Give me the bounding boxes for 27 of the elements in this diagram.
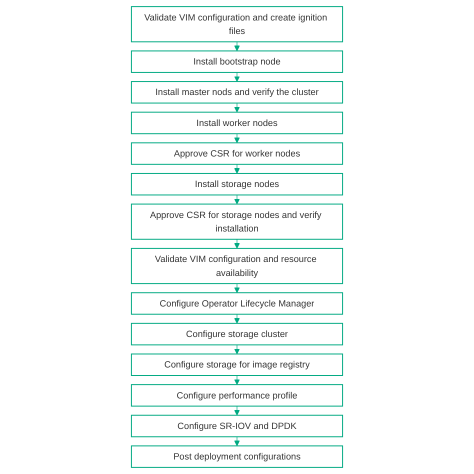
arrow — [234, 72, 240, 82]
node-box: Install storage nodes — [130, 172, 344, 196]
arrow — [234, 41, 240, 52]
arrow — [234, 436, 240, 446]
node-box: Approve CSR for worker nodes — [130, 142, 344, 165]
node-box: Install master nods and verify the cluster — [130, 81, 344, 104]
arrow — [234, 283, 240, 293]
node-box: Install bootstrap node — [130, 50, 344, 73]
node-box: Configure storage cluster — [130, 322, 344, 346]
node-box: Install worker nodes — [130, 112, 344, 134]
node-box: Configure Operator Lifecycle Manager — [130, 292, 344, 315]
node-box: Validate VIM configuration and create ignition files — [130, 6, 344, 42]
node-box: Validate VIM configuration and resource availability — [130, 248, 344, 284]
node-box: Approve CSR for storage nodes and verify installation — [130, 204, 344, 240]
arrow — [234, 375, 240, 385]
arrow — [234, 314, 240, 324]
arrow — [234, 344, 240, 354]
arrow — [234, 406, 240, 416]
arrow — [234, 102, 240, 112]
node-box: Configure SR-IOV and DPDK — [130, 414, 344, 438]
arrow — [234, 164, 240, 174]
arrow — [234, 238, 240, 249]
arrow — [234, 133, 240, 144]
arrow — [234, 194, 240, 204]
node-box: Configure storage for image registry — [130, 354, 344, 376]
node-box: Configure performance profile — [130, 384, 344, 407]
node-box: Post deployment configurations — [130, 445, 344, 468]
